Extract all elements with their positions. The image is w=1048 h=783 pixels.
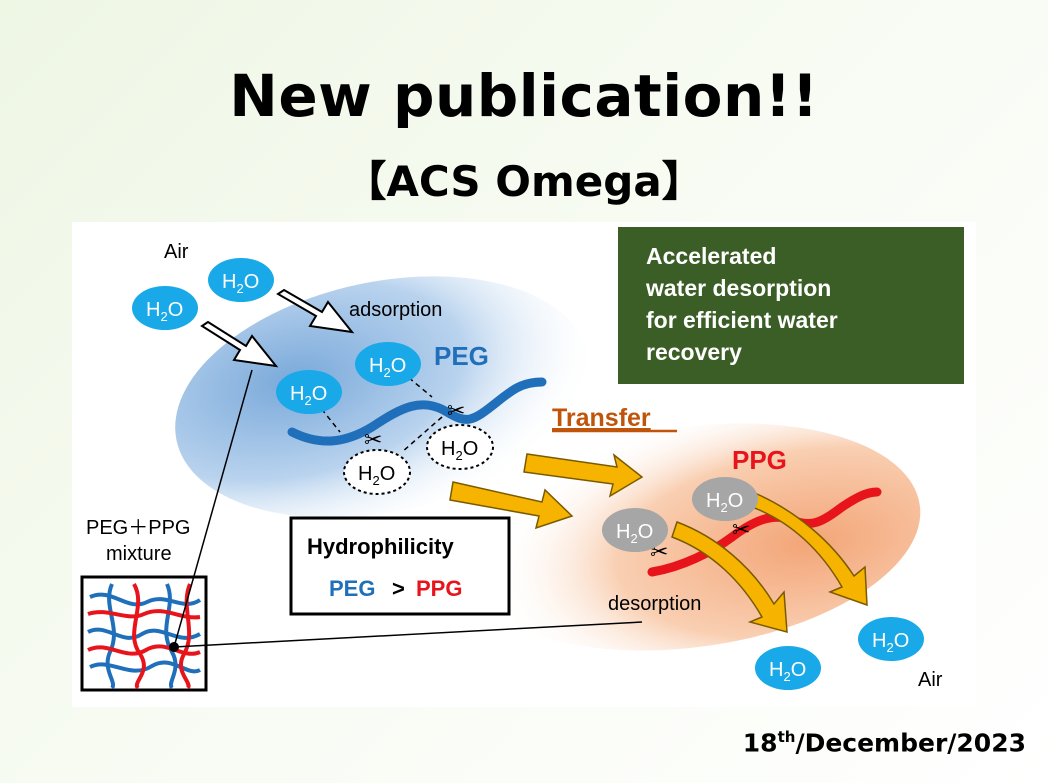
air-label-bottom: Air: [918, 669, 943, 691]
water-molecule-out-1: H2O: [755, 646, 821, 690]
hydrophilicity-op: >: [392, 576, 405, 601]
hydrophilicity-right: PPG: [416, 576, 462, 601]
date-rest: /December/2023: [795, 728, 1026, 757]
water-molecule-released-1: H2O: [344, 450, 410, 494]
water-molecule-out-2: H2O: [858, 617, 924, 661]
slide-title: New publication!!: [0, 62, 1048, 130]
scissors-icon: ✂: [447, 399, 465, 424]
publication-date: 18th/December/2023: [743, 728, 1026, 757]
info-line-3: for efficient water: [646, 307, 838, 333]
water-molecule-peg-2: H2O: [276, 370, 342, 414]
water-molecule-peg-1: H2O: [355, 342, 421, 386]
transfer-label: Transfer: [552, 404, 651, 432]
scissors-icon: ✂: [732, 518, 750, 543]
peg-label: PEG: [434, 341, 489, 371]
journal-name: 【ACS Omega】: [0, 148, 1048, 209]
mixture-label-2: mixture: [106, 543, 172, 565]
water-molecule-ppg-2: H2O: [692, 477, 758, 521]
hydrophilicity-left: PEG: [329, 576, 375, 601]
date-suffix: th: [778, 728, 796, 746]
info-line-1: Accelerated: [646, 243, 776, 269]
water-molecule-air-2: H2O: [132, 286, 198, 330]
graphical-abstract: Accelerated water desorption for efficie…: [72, 222, 976, 707]
water-molecule-air-1: H2O: [208, 258, 274, 302]
hydrophilicity-title: Hydrophilicity: [307, 534, 454, 559]
info-line-2: water desorption: [645, 275, 831, 301]
info-line-4: recovery: [646, 339, 742, 365]
ppg-label: PPG: [732, 445, 787, 475]
water-molecule-released-2: H2O: [427, 425, 493, 469]
desorption-label: desorption: [608, 593, 701, 615]
water-molecule-ppg-1: H2O: [602, 508, 668, 552]
air-label-top: Air: [164, 241, 189, 263]
mixture-label-1: PEG＋PPG: [86, 517, 190, 539]
adsorption-label: adsorption: [349, 299, 442, 321]
date-day: 18: [743, 728, 778, 757]
